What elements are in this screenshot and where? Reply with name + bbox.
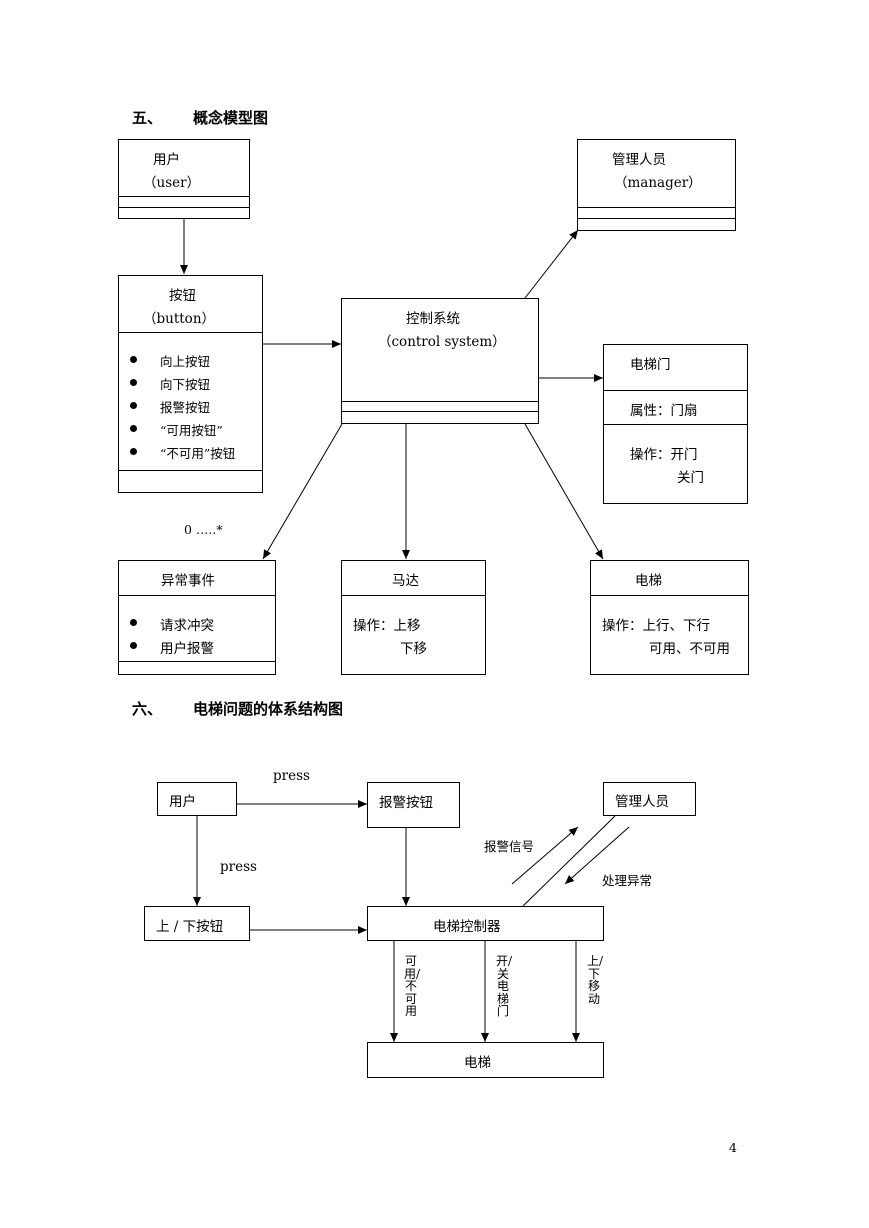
bullet <box>130 356 137 363</box>
button-item: “可用按钮” <box>160 423 223 438</box>
node-alarm-button: 报警按钮 <box>367 782 460 828</box>
bullet <box>130 379 137 386</box>
class-elevator-name: 电梯 <box>635 573 662 589</box>
bullet <box>130 448 137 455</box>
page-number: 4 <box>729 1140 737 1155</box>
elevator-operation-2: 可用、不可用 <box>649 641 730 657</box>
node-manager: 管理人员 <box>603 782 696 816</box>
section5-title: 概念模型图 <box>193 109 269 127</box>
line-controller-to-manager <box>522 815 616 907</box>
bullet <box>130 619 137 626</box>
section5-number: 五、 <box>132 109 163 127</box>
divider <box>119 196 249 197</box>
node-manager-label: 管理人员 <box>615 794 669 810</box>
class-button: 按钮 （button） 向上按钮 向下按钮 报警按钮 “可用按钮” “不可用”按… <box>118 275 263 493</box>
class-control-name: 控制系统 <box>406 311 460 327</box>
divider <box>591 595 748 596</box>
divider <box>119 207 249 208</box>
class-user-en: （user） <box>143 175 201 191</box>
button-item: “不可用”按钮 <box>160 446 236 461</box>
node-elevator-label: 电梯 <box>464 1055 491 1071</box>
door-attribute: 属性：门扇 <box>630 403 698 419</box>
node-elevator: 电梯 <box>367 1042 604 1078</box>
class-button-en: （button） <box>143 311 216 327</box>
press-label-1: press <box>273 768 310 784</box>
label-available: 可用/不可用 <box>404 954 421 1018</box>
motor-operation-1: 操作：上移 <box>353 618 421 634</box>
divider <box>604 390 747 391</box>
exception-item: 用户报警 <box>160 641 214 657</box>
class-control-en: （control system） <box>378 334 506 350</box>
class-door-name: 电梯门 <box>630 357 671 373</box>
divider <box>119 470 262 471</box>
exception-item: 请求冲突 <box>160 618 214 634</box>
bullet <box>130 402 137 409</box>
node-controller-label: 电梯控制器 <box>433 919 501 935</box>
node-user: 用户 <box>157 782 237 816</box>
label-move: 上/下移动 <box>587 954 604 1006</box>
class-user: 用户 （user） <box>118 139 250 219</box>
bullet <box>130 425 137 432</box>
class-manager-en: （manager） <box>614 175 702 191</box>
node-controller: 电梯控制器 <box>367 906 604 941</box>
label-door: 开/关电梯门 <box>496 954 513 1018</box>
motor-operation-2: 下移 <box>400 641 427 657</box>
class-control-system: 控制系统 （control system） <box>341 298 539 424</box>
divider <box>578 207 735 208</box>
door-operation-1: 操作：开门 <box>630 447 698 463</box>
class-manager-name: 管理人员 <box>612 152 666 168</box>
section6-title: 电梯问题的体系结构图 <box>193 700 344 718</box>
class-exception: 异常事件 请求冲突 用户报警 <box>118 560 276 675</box>
button-item: 向下按钮 <box>160 377 211 392</box>
alarm-signal-label: 报警信号 <box>484 839 535 854</box>
arrow-handle-exception <box>564 826 630 885</box>
class-button-name: 按钮 <box>169 288 196 304</box>
button-item: 向上按钮 <box>160 354 211 369</box>
divider <box>578 218 735 219</box>
class-elevator: 电梯 操作：上行、下行 可用、不可用 <box>590 560 749 675</box>
node-updown-button: 上 / 下按钮 <box>144 906 250 941</box>
divider <box>342 595 485 596</box>
multiplicity-label: 0 …..* <box>184 522 223 537</box>
divider <box>342 411 538 412</box>
arrow-control-to-exception <box>262 423 343 560</box>
class-user-name: 用户 <box>153 152 180 168</box>
class-exception-name: 异常事件 <box>161 573 215 589</box>
node-user-label: 用户 <box>169 794 196 810</box>
arrow-control-to-elevator <box>524 423 604 560</box>
divider <box>119 595 275 596</box>
class-motor-name: 马达 <box>392 573 419 589</box>
handle-exception-label: 处理异常 <box>602 873 653 888</box>
bullet <box>130 642 137 649</box>
arrow-alarm-signal <box>511 826 579 885</box>
class-elevator-door: 电梯门 属性：门扇 操作：开门 关门 <box>603 344 748 504</box>
button-item: 报警按钮 <box>160 400 211 415</box>
arrow-control-to-manager <box>524 229 579 299</box>
elevator-operation-1: 操作：上行、下行 <box>602 618 710 634</box>
divider <box>119 332 262 333</box>
divider <box>342 401 538 402</box>
divider <box>604 424 747 425</box>
press-label-2: press <box>220 859 257 875</box>
class-motor: 马达 操作：上移 下移 <box>341 560 486 675</box>
door-operation-2: 关门 <box>677 470 704 486</box>
class-manager: 管理人员 （manager） <box>577 139 736 231</box>
node-updown-label: 上 / 下按钮 <box>156 919 224 935</box>
divider <box>119 661 275 662</box>
node-alarm-label: 报警按钮 <box>379 795 433 811</box>
section6-number: 六、 <box>132 700 163 718</box>
